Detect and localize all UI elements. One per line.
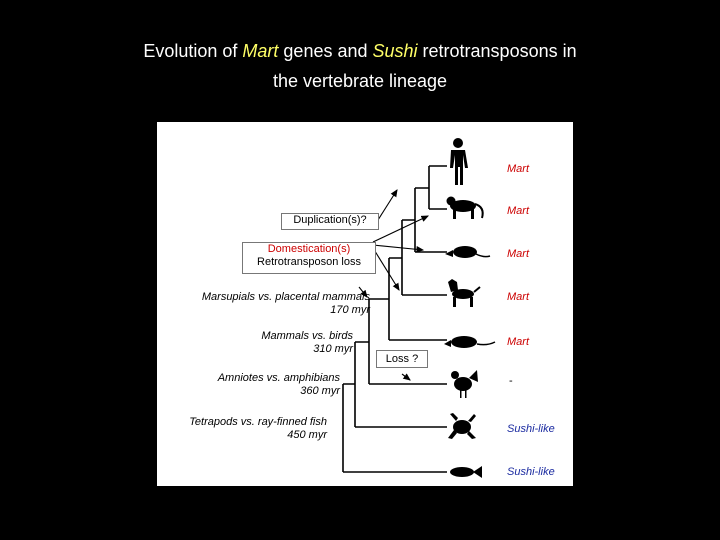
phylogeny-panel: Duplication(s)? Domestication(s) Retrotr…	[157, 122, 573, 486]
title-text: retrotransposons in	[417, 41, 577, 61]
gene-fish: Sushi-like	[507, 466, 555, 478]
gene-dog: Mart	[507, 291, 529, 303]
title-mart: Mart	[242, 41, 279, 61]
fish-icon	[450, 466, 482, 478]
divergence-birds: Mammals vs. birds 310 myr	[261, 330, 353, 355]
opossum-icon	[444, 336, 496, 348]
title-text: Evolution of	[143, 41, 243, 61]
phylogeny-tree	[342, 138, 496, 478]
frog-icon	[448, 413, 476, 439]
chicken-icon	[451, 370, 478, 398]
tree-branches	[342, 165, 447, 473]
gene-frog: Sushi-like	[507, 423, 555, 435]
gene-rat: Mart	[507, 248, 529, 260]
title-line-2: the vertebrate lineage	[272, 71, 448, 91]
title-text: genes and	[278, 41, 373, 61]
retrotransposon-loss-label: Retrotransposon loss	[257, 256, 361, 268]
loss-box: Loss ?	[376, 350, 428, 368]
duplication-box: Duplication(s)?	[281, 213, 379, 230]
gene-chicken: -	[509, 375, 513, 387]
monkey-icon	[446, 196, 484, 219]
gene-human: Mart	[507, 163, 529, 175]
divergence-amphibians: Amniotes vs. amphibians 360 myr	[217, 372, 340, 397]
gene-opossum: Mart	[507, 336, 529, 348]
title-sushi: Sushi	[372, 41, 418, 61]
human-icon	[450, 138, 468, 185]
divergence-marsupials: Marsupials vs. placental mammals 170 myr	[201, 291, 370, 316]
loss-label: Loss ?	[385, 353, 419, 365]
domestication-box: Domestication(s) Retrotransposon loss	[242, 242, 376, 274]
event-arrows	[358, 189, 429, 381]
rat-icon	[445, 246, 491, 258]
dog-icon	[448, 279, 481, 307]
duplication-label: Duplication(s)?	[293, 214, 367, 226]
title-line-1: Evolution of Mart genes and Sushi retrot…	[0, 36, 720, 66]
species-silhouettes	[444, 138, 496, 478]
divergence-fish: Tetrapods vs. ray-finned fish 450 myr	[189, 416, 327, 441]
gene-monkey: Mart	[507, 205, 529, 217]
domestication-label: Domestication(s)	[267, 243, 351, 255]
